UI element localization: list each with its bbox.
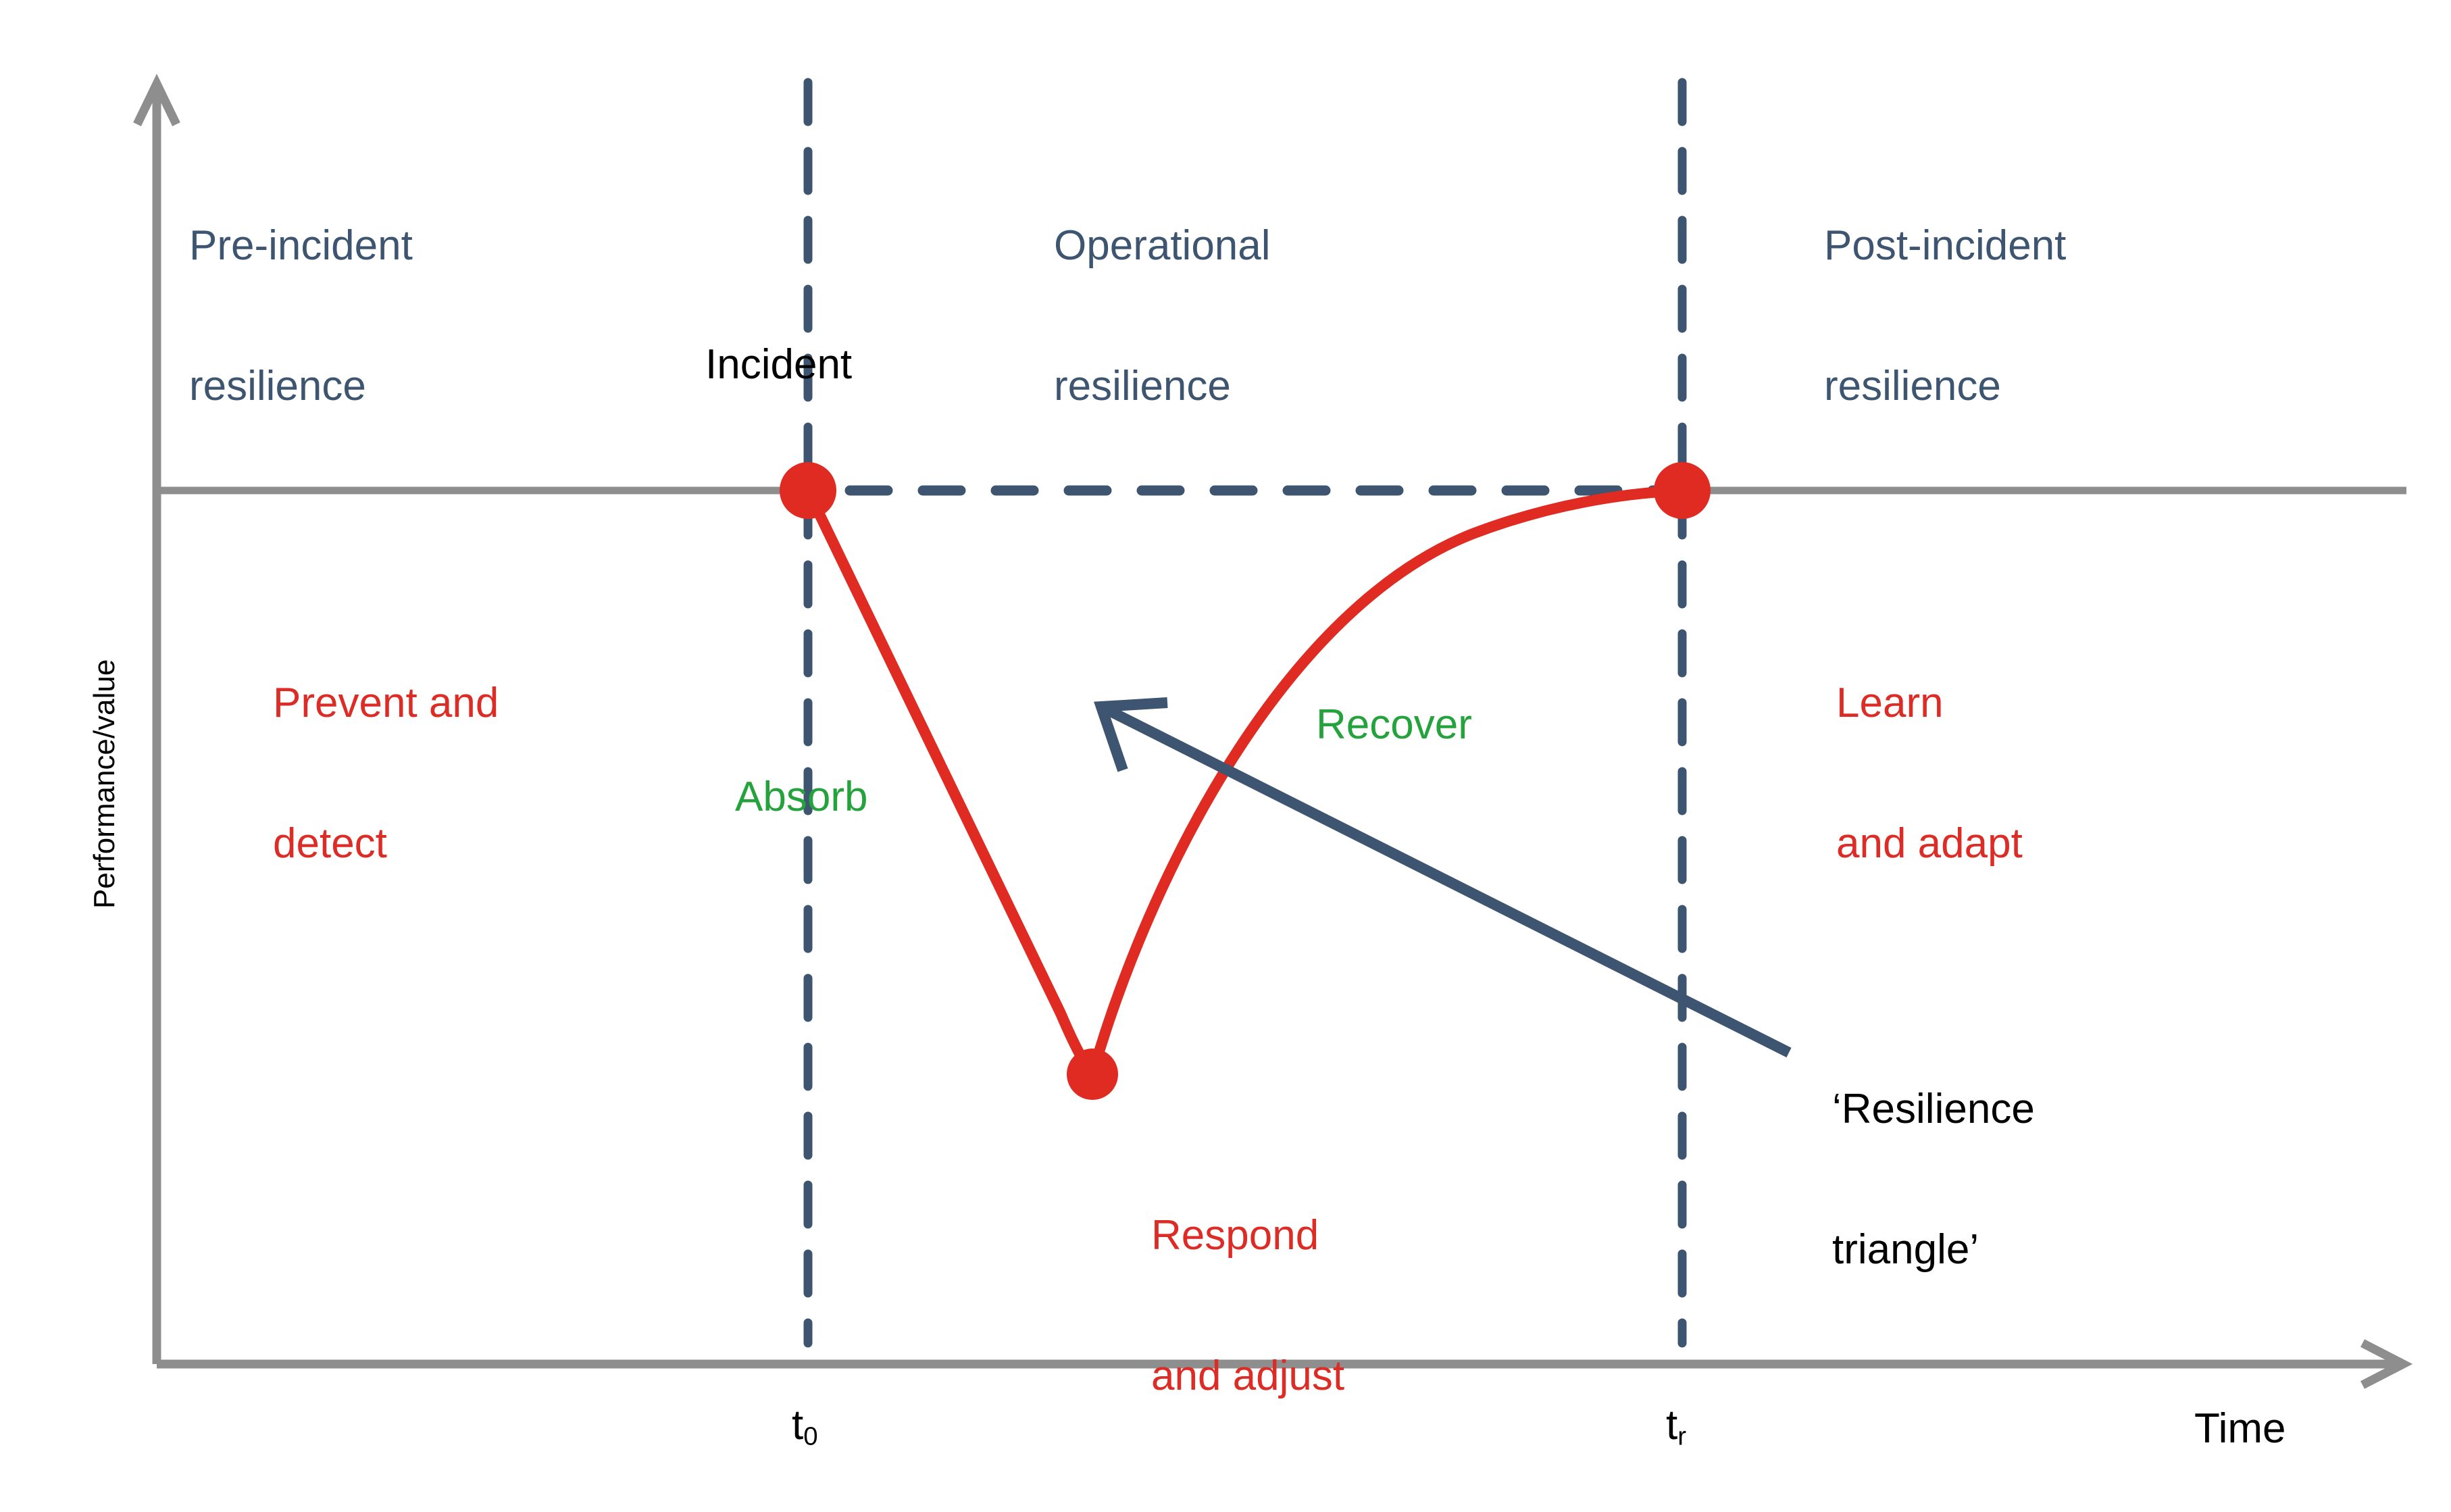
marker-trough-point (1067, 1049, 1118, 1100)
marker-recovered-point (1654, 462, 1711, 519)
incident-label: Incident (705, 341, 853, 388)
resilience-triangle-arrowhead-icon (1094, 697, 1168, 772)
action-label-respond-and-adjust-line2: and adjust (1151, 1353, 1345, 1400)
action-label-absorb: Absorb (735, 774, 868, 820)
x-tick-label-t0-sub: 0 (803, 1421, 818, 1451)
x-tick-label-tr: tr (1666, 1402, 1686, 1451)
action-label-learn-and-adapt: Learn and adapt (1836, 586, 2023, 961)
action-label-respond-and-adjust-line1: Respond (1151, 1211, 1319, 1259)
action-label-prevent-and-detect-line1: Prevent and (273, 679, 499, 726)
phase-label-pre-incident-line1: Pre-incident (189, 222, 413, 269)
marker-incident-point (780, 462, 836, 519)
action-label-recover: Recover (1316, 701, 1472, 748)
x-axis-title: Time (2194, 1405, 2286, 1452)
x-axis-arrowhead-icon (2360, 1339, 2413, 1389)
phase-label-post-incident-line1: Post-incident (1824, 222, 2067, 269)
phase-label-pre-incident: Pre-incident resilience (189, 128, 642, 504)
phase-label-post-incident: Post-incident resilience (1824, 128, 2283, 504)
action-label-learn-and-adapt-line1: Learn (1836, 679, 1944, 726)
action-label-learn-and-adapt-line2: and adapt (1836, 820, 2023, 867)
action-label-prevent-and-detect: Prevent and detect (273, 586, 499, 961)
x-tick-label-tr-base: t (1666, 1402, 1678, 1448)
phase-label-operational: Operational resilience (1054, 128, 1459, 504)
action-label-prevent-and-detect-line2: detect (273, 820, 387, 867)
resilience-triangle-label-line2: triangle’ (1832, 1226, 1979, 1274)
performance-curve-recovery (1087, 485, 1688, 1080)
resilience-triangle-arrow-line (1104, 704, 1792, 1058)
y-axis-title: Performance/value (88, 659, 121, 909)
action-label-respond-and-adjust: Respond and adjust (1151, 1118, 1344, 1494)
x-tick-label-tr-sub: r (1677, 1421, 1687, 1451)
phase-label-operational-line2: resilience (1054, 363, 1231, 410)
phase-label-operational-line1: Operational (1054, 222, 1271, 269)
resilience-triangle-label: ‘Resilience triangle’ (1832, 992, 2035, 1367)
phase-label-pre-incident-line2: resilience (189, 363, 366, 410)
y-axis-arrowhead-icon (133, 74, 180, 126)
x-tick-label-t0: t0 (792, 1402, 818, 1451)
phase-label-post-incident-line2: resilience (1824, 363, 2001, 410)
x-tick-label-t0-base: t (792, 1402, 804, 1448)
resilience-triangle-label-line1: ‘Resilience (1832, 1085, 2035, 1132)
